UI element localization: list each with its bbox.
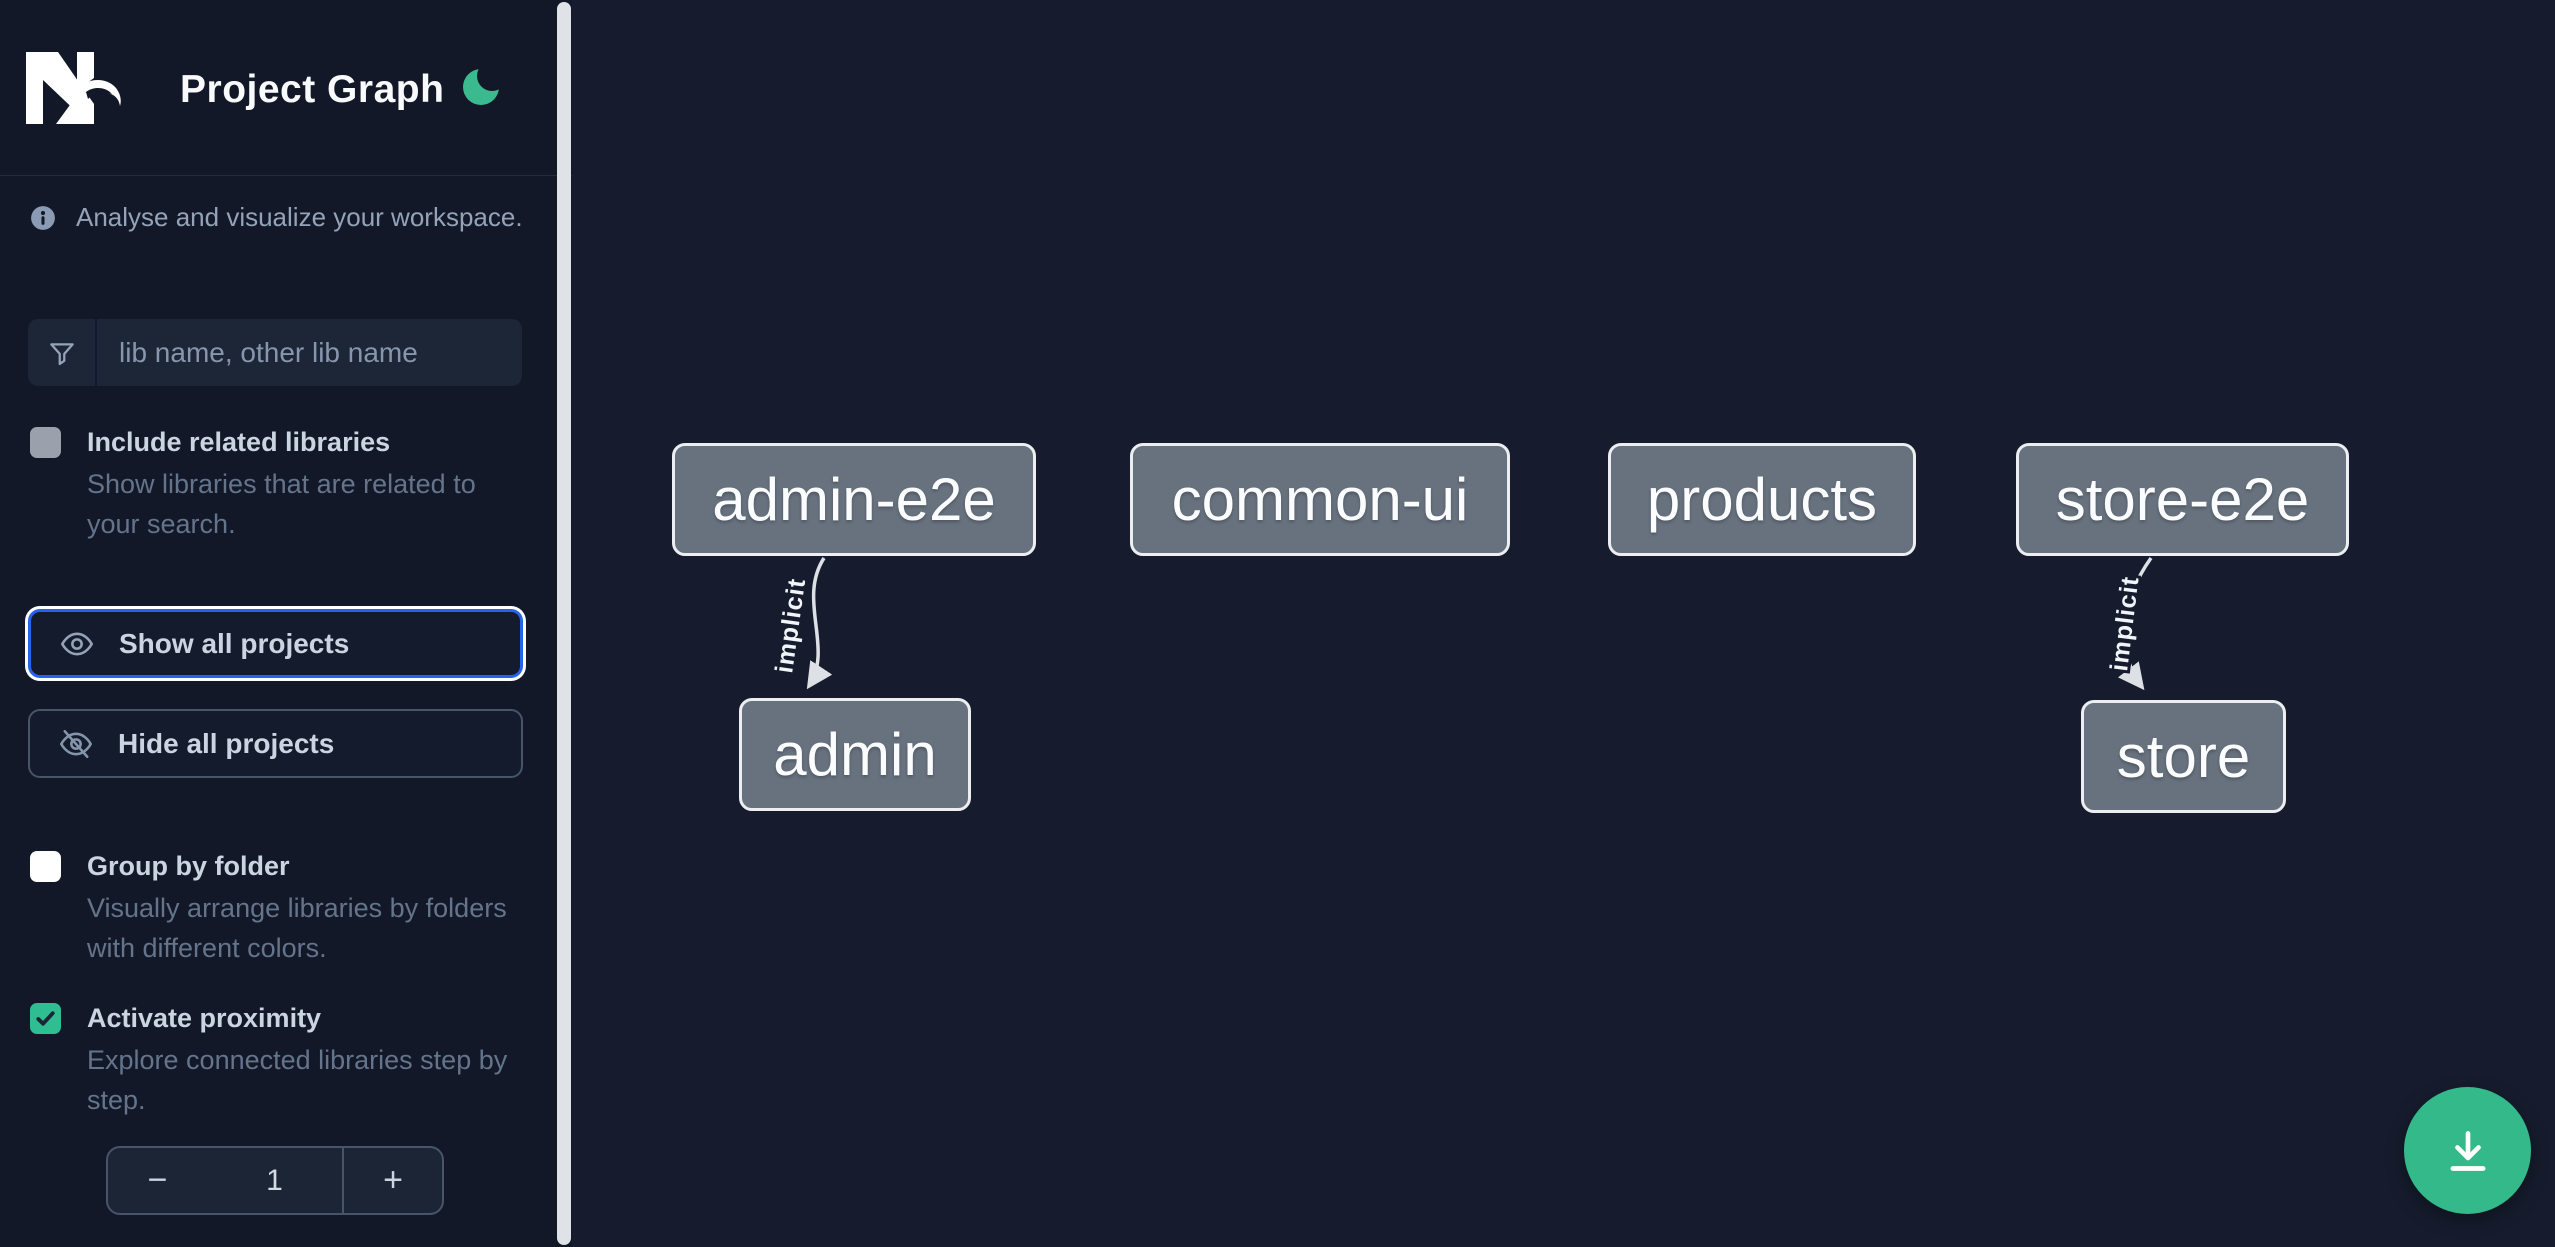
eye-slash-icon	[59, 729, 93, 758]
proximity-depth-stepper: − 1 +	[106, 1146, 444, 1215]
option-include-related: Include related libraries Show libraries…	[30, 426, 530, 544]
graph-canvas[interactable]: implicit implicit admin-e2e common-ui pr…	[572, 0, 2555, 1247]
hide-all-projects-button[interactable]: Hide all projects	[28, 709, 523, 778]
show-all-projects-label: Show all projects	[119, 627, 350, 659]
edge-label-implicit-store: implicit	[2105, 575, 2144, 673]
show-all-projects-button[interactable]: Show all projects	[28, 609, 523, 678]
group-by-folder-label[interactable]: Group by folder	[87, 851, 290, 881]
node-store[interactable]: store	[2081, 700, 2286, 813]
eye-icon	[60, 632, 94, 655]
increment-button[interactable]: +	[344, 1148, 442, 1213]
nx-logo	[26, 52, 121, 124]
page-title: Project Graph	[180, 68, 445, 111]
include-related-label[interactable]: Include related libraries	[87, 427, 391, 457]
node-common-ui[interactable]: common-ui	[1130, 443, 1510, 556]
edge-admin-e2e-to-admin	[806, 557, 833, 690]
funnel-icon	[28, 319, 97, 386]
activate-proximity-label[interactable]: Activate proximity	[87, 1003, 322, 1033]
moon-icon	[463, 68, 499, 105]
node-store-e2e[interactable]: store-e2e	[2016, 443, 2349, 556]
include-related-description: Show libraries that are related to your …	[87, 469, 476, 539]
include-related-checkbox[interactable]	[30, 427, 61, 458]
download-icon	[2450, 1130, 2485, 1171]
edge-store-e2e-to-store	[2117, 556, 2153, 691]
option-group-by-folder: Group by folder Visually arrange librari…	[30, 850, 530, 968]
stepper-value: 1	[207, 1148, 344, 1213]
node-products[interactable]: products	[1608, 443, 1916, 556]
filter-box	[28, 319, 522, 386]
workspace-tagline: Analyse and visualize your workspace.	[30, 202, 523, 233]
node-admin-e2e[interactable]: admin-e2e	[672, 443, 1036, 556]
group-by-folder-checkbox[interactable]	[30, 851, 61, 882]
theme-toggle-button[interactable]	[458, 62, 508, 112]
graph-edges: implicit implicit	[767, 556, 2153, 691]
sidebar-scrollbar[interactable]	[557, 2, 571, 1245]
option-activate-proximity: Activate proximity Explore connected lib…	[30, 1002, 530, 1120]
check-icon	[36, 1011, 55, 1026]
edge-label-implicit-admin: implicit	[770, 576, 811, 674]
filter-input[interactable]	[97, 319, 522, 386]
info-icon	[31, 205, 55, 230]
hide-all-projects-label: Hide all projects	[118, 727, 335, 759]
tagline-text: Analyse and visualize your workspace.	[76, 202, 523, 232]
node-admin[interactable]: admin	[739, 698, 971, 811]
sidebar: Project Graph Analyse and visualize your…	[0, 0, 572, 1247]
group-by-folder-description: Visually arrange libraries by folders wi…	[87, 893, 507, 963]
decrement-button[interactable]: −	[108, 1148, 207, 1213]
activate-proximity-description: Explore connected libraries step by step…	[87, 1045, 508, 1115]
sidebar-header: Project Graph	[0, 0, 572, 176]
activate-proximity-checkbox[interactable]	[30, 1003, 61, 1034]
download-graph-button[interactable]	[2404, 1087, 2531, 1214]
